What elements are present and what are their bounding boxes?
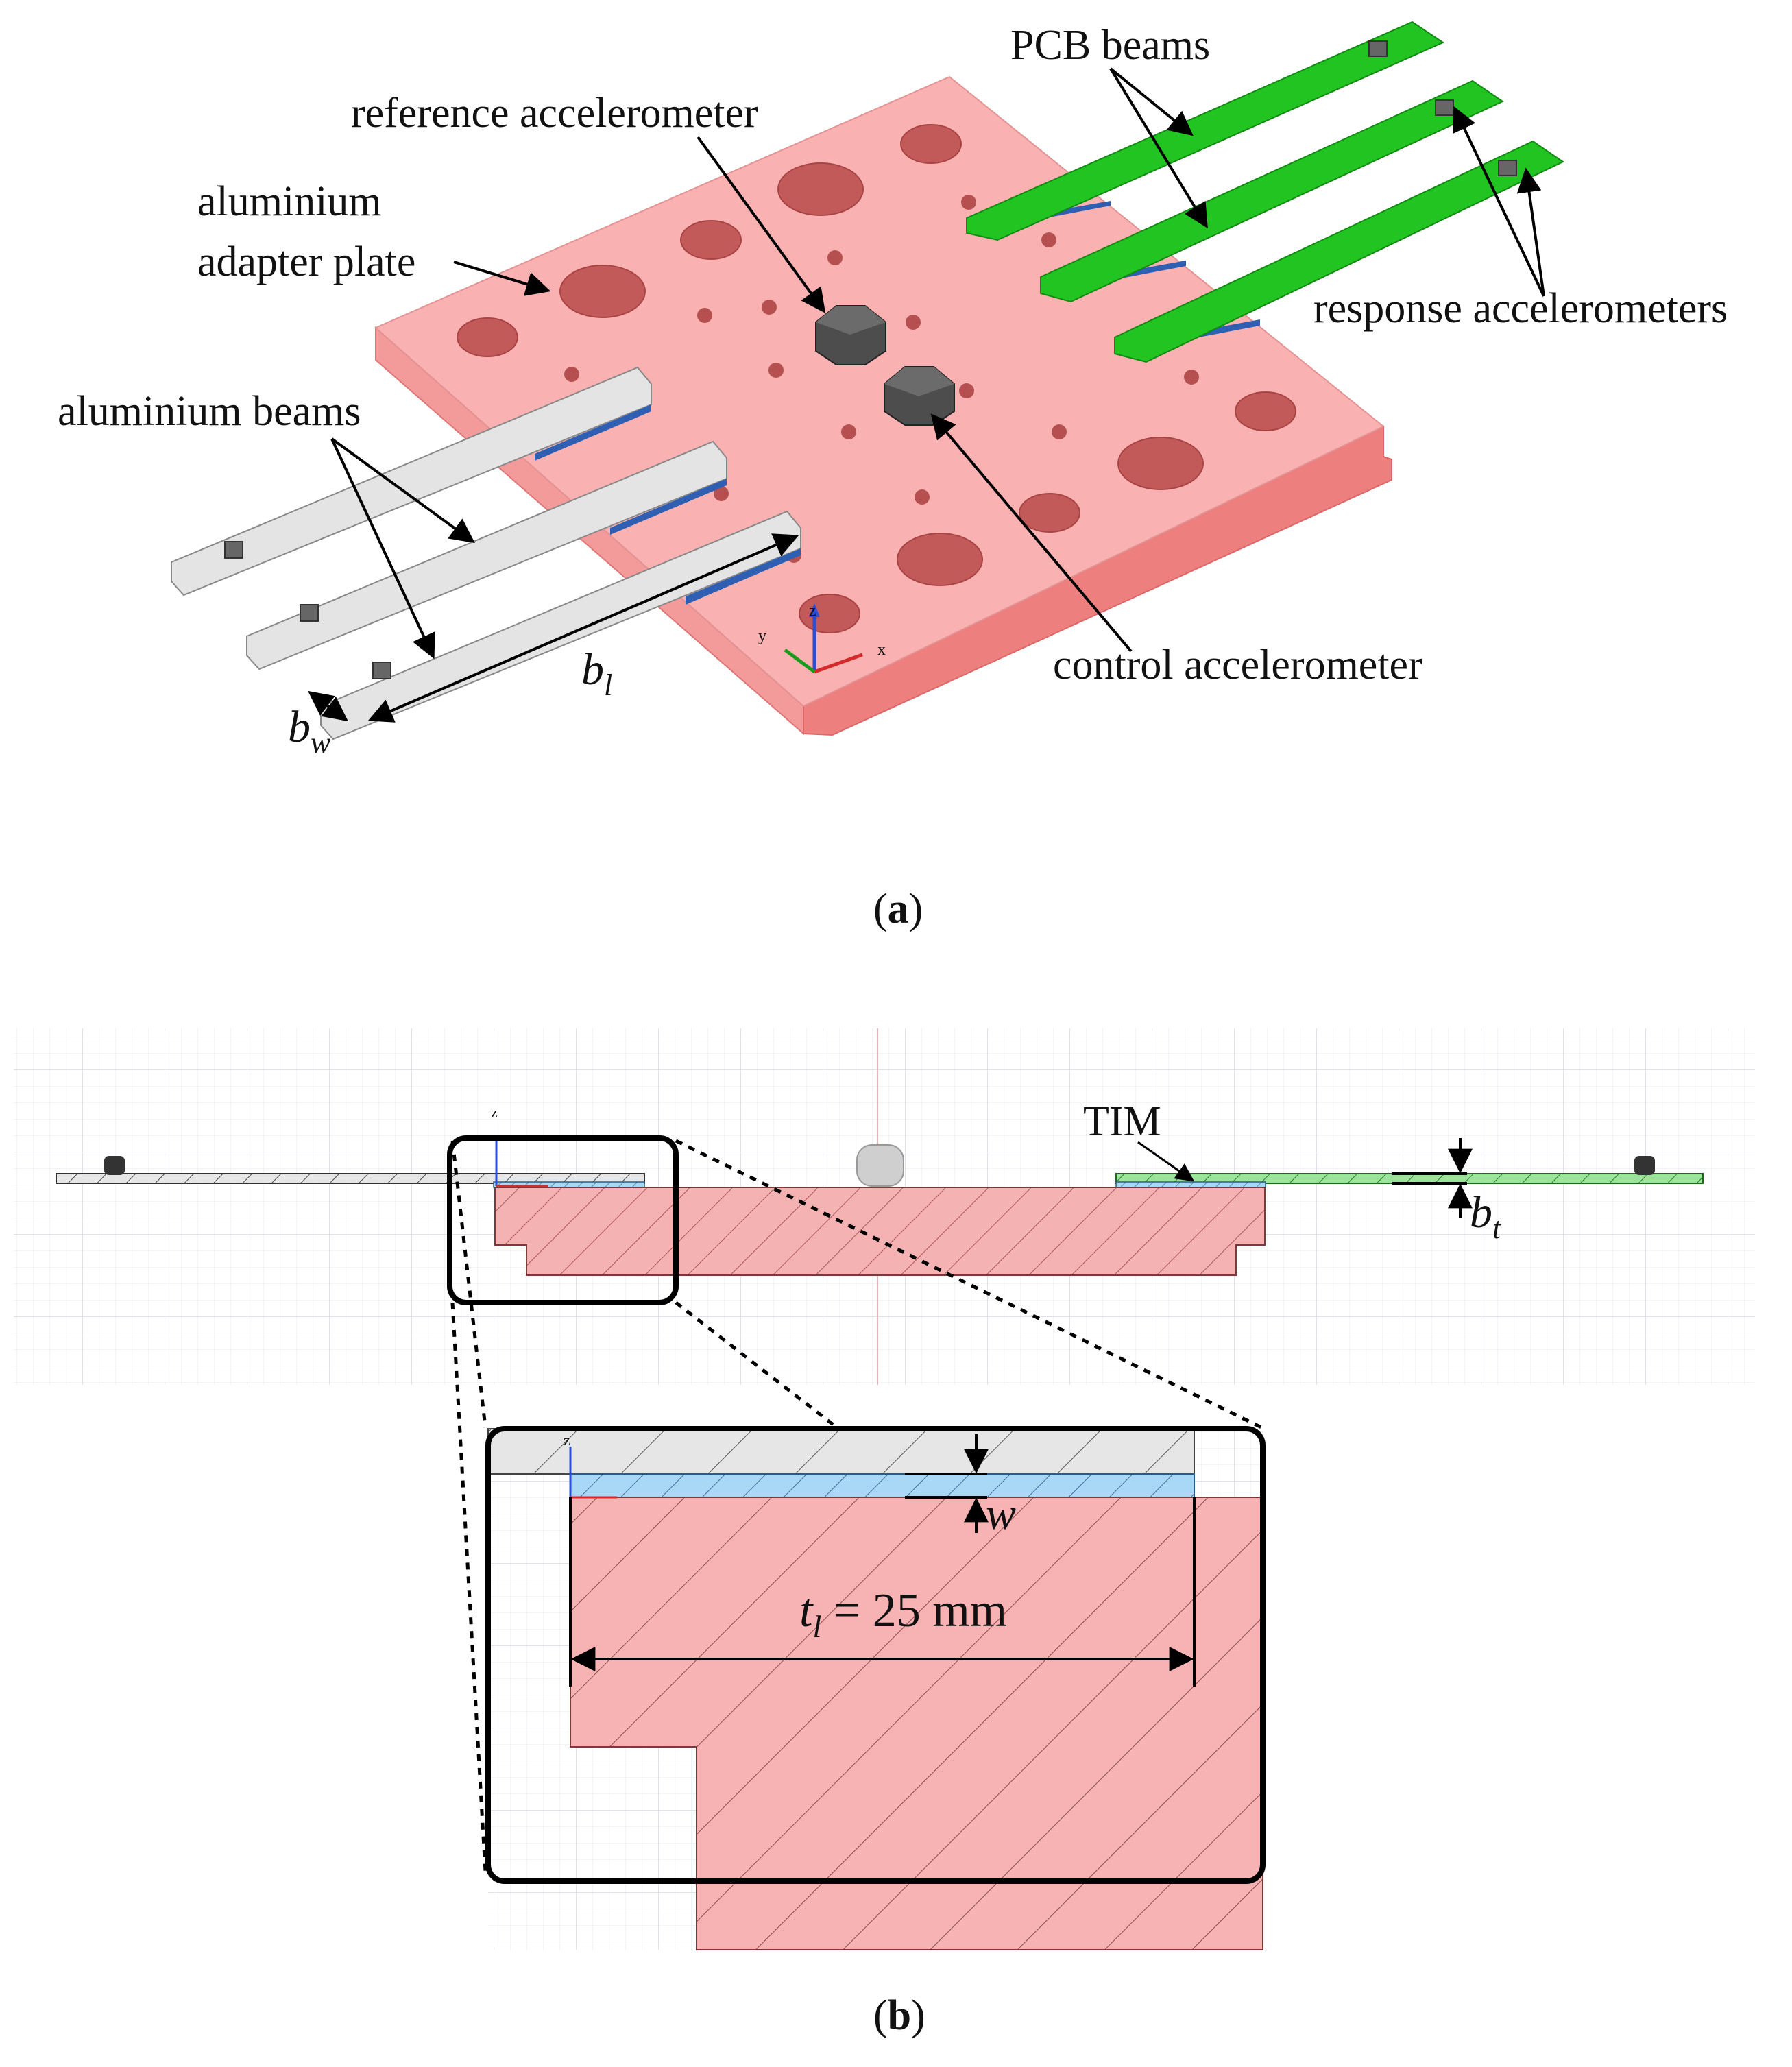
label-aluminium-line2: adapter plate <box>197 239 415 285</box>
response-accelerometer-left <box>104 1156 125 1175</box>
zoom-inset-frame <box>485 1426 1266 1884</box>
zoom-region-box <box>447 1135 679 1305</box>
axis-label-z-inset: z <box>564 1431 570 1449</box>
aluminium-beam-2-blue <box>610 479 727 535</box>
leader-arrows-a <box>308 67 1545 723</box>
zoom-inset: z w tl = 25 mm <box>485 1426 1266 1950</box>
response-accelerometer-right <box>1634 1156 1655 1175</box>
pcb-beam-1 <box>966 21 1445 241</box>
pcb-beam-2 <box>1040 80 1505 303</box>
adapter-plate-section <box>494 1187 1266 1276</box>
label-reference-accelerometer: reference accelerometer <box>351 90 758 136</box>
label-pcb-beams: PCB beams <box>1010 22 1210 69</box>
label-response-accelerometers: response accelerometers <box>1313 285 1728 332</box>
label-w: w <box>986 1489 1016 1539</box>
panel-a: z x y PCB beams reference accelerometer … <box>58 21 1728 932</box>
label-control-accelerometer: control accelerometer <box>1053 642 1422 688</box>
response-accelerometers <box>1368 40 1517 176</box>
reference-accelerometer-side <box>856 1144 904 1187</box>
small-holes <box>564 195 1199 563</box>
label-tl: tl = 25 mm <box>799 1584 1007 1644</box>
aluminium-beam-1-blue <box>535 404 651 461</box>
axis-label-y: y <box>758 627 766 645</box>
panel-b: z TIM bt z <box>14 1028 1755 2039</box>
tim-leader <box>1137 1141 1195 1182</box>
large-holes <box>457 124 1296 633</box>
adapter-plate-top <box>374 75 1385 708</box>
caption-a: (a) <box>873 886 923 932</box>
label-bl: bl <box>581 644 612 702</box>
inset-adapter-plate <box>570 1497 1263 1950</box>
coordinate-triad-b: z <box>491 1104 548 1187</box>
caption-b: (b) <box>873 1992 925 2039</box>
label-tim: TIM <box>1083 1098 1161 1145</box>
label-bt: bt <box>1470 1187 1502 1245</box>
axis-label-z: z <box>809 602 816 620</box>
control-accelerometer <box>884 366 955 426</box>
reference-accelerometer <box>815 305 886 365</box>
pcb-beams <box>966 21 1564 363</box>
zoom-connector-lines <box>450 1139 1263 1872</box>
label-aluminium-beams: aluminium beams <box>58 388 361 435</box>
inset-aluminium-beam <box>487 1428 1195 1475</box>
w-dimension <box>905 1434 989 1533</box>
tl-dimension <box>569 1497 1196 1687</box>
adapter-plate-front-side <box>803 425 1392 736</box>
tim-right <box>1115 1181 1266 1188</box>
axis-label-x: x <box>877 641 886 659</box>
label-aluminium-line1: aluminium <box>197 178 382 225</box>
label-bw: bw <box>288 702 331 760</box>
pcb-beam-3 <box>1114 140 1564 363</box>
inset-tim-layer <box>570 1473 1195 1498</box>
axis-label-z-b: z <box>491 1104 498 1121</box>
bt-dimension <box>1392 1138 1473 1218</box>
